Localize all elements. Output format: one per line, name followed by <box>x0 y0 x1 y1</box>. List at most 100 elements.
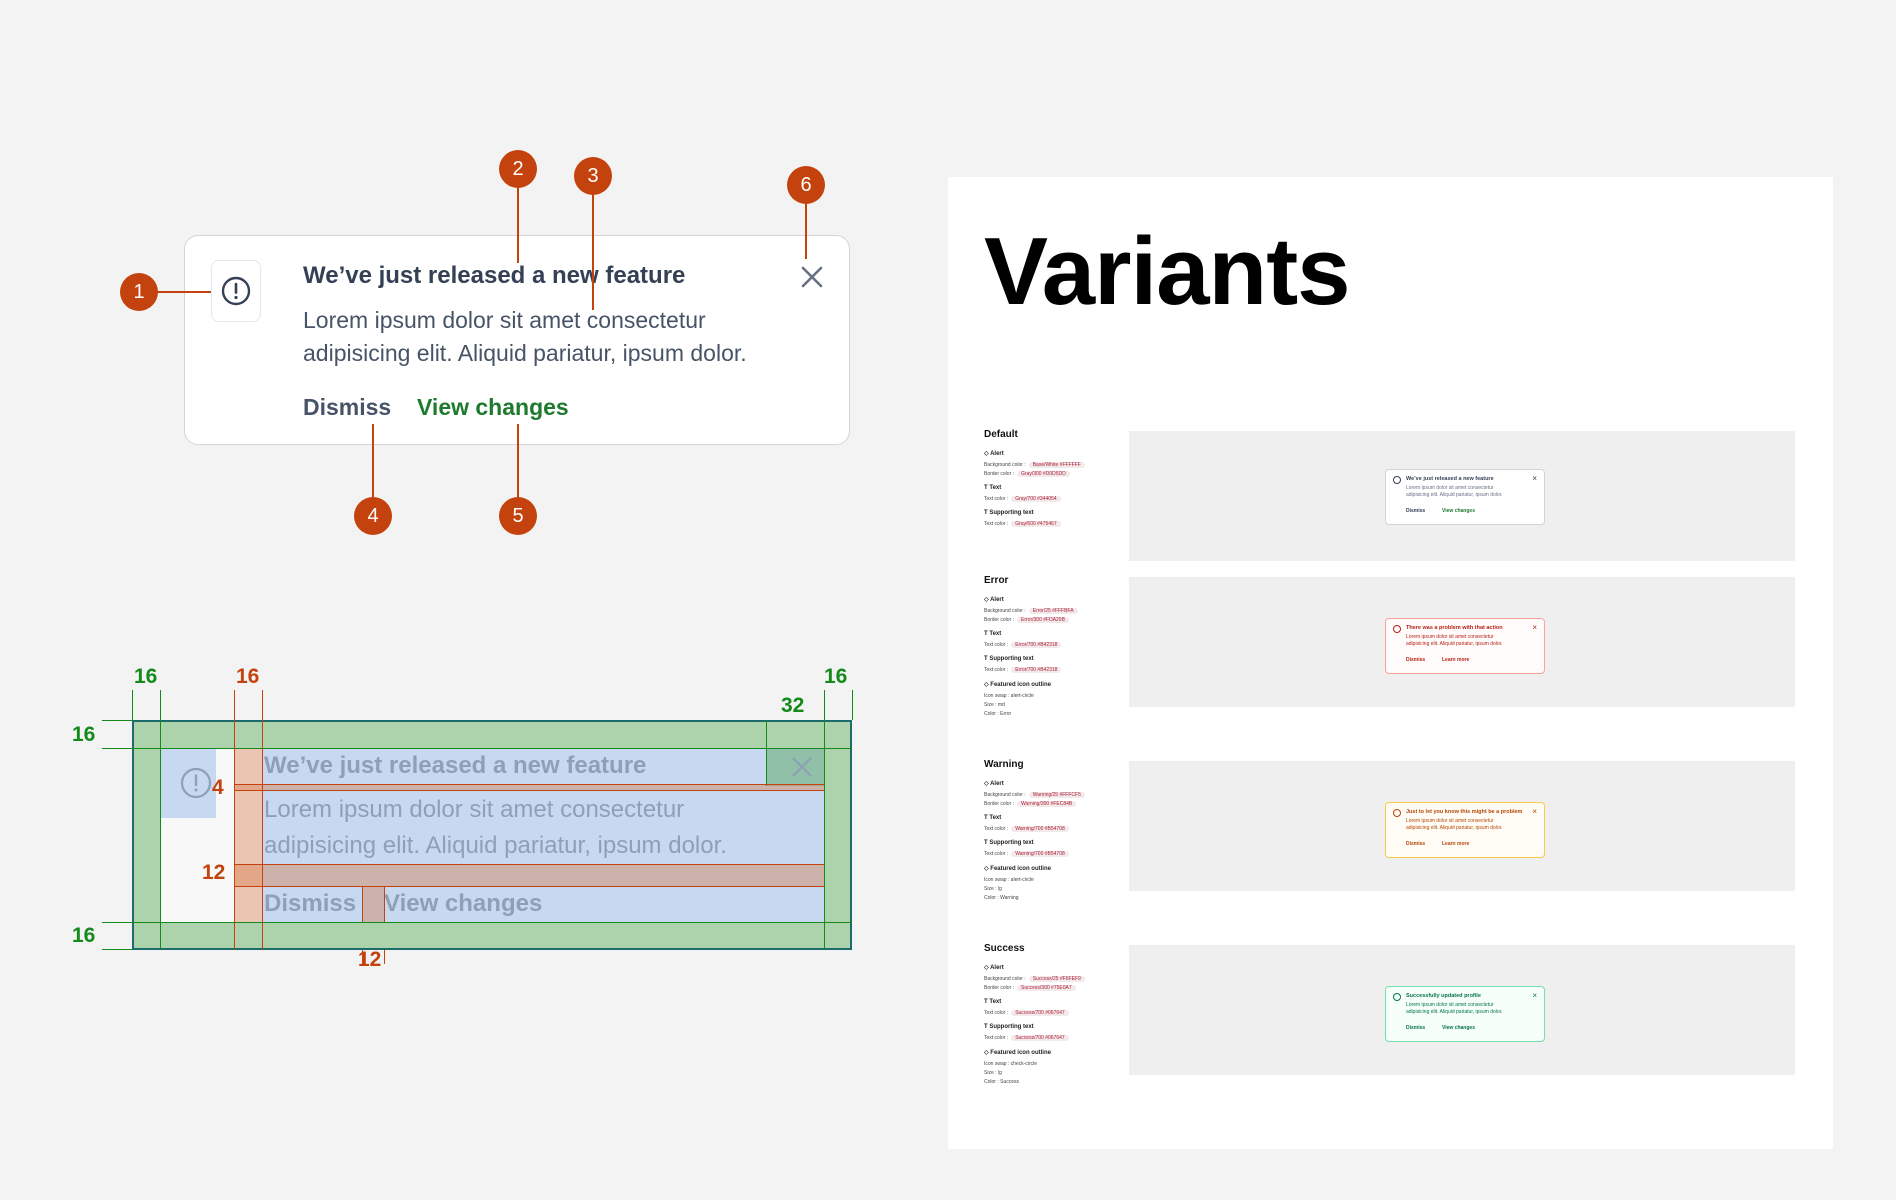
token-chip: Error/25 #FFFBFA <box>1028 608 1078 614</box>
spacing-text-line2: adipisicing elit. Aliquid pariatur, ipsu… <box>264 832 727 859</box>
measure-label: 12 <box>202 861 226 884</box>
spec-heading: Alert <box>990 781 1004 787</box>
padding-top <box>132 720 852 748</box>
spec-line: Size : lg <box>984 886 1002 892</box>
mini-dismiss[interactable]: Dismiss <box>1406 657 1426 663</box>
spec-label: Background color : <box>984 462 1026 468</box>
spec-label: Background color : <box>984 976 1026 982</box>
spec-label: Border color : <box>984 801 1015 807</box>
mini-title: There was a problem with that action <box>1406 625 1503 631</box>
guide-line <box>234 886 824 887</box>
spec-label: Text color : <box>984 642 1009 648</box>
variant-success-specs: Success ◇ Alert Background color :Succes… <box>984 943 1114 1085</box>
measure-label: 32 <box>781 694 805 717</box>
token-chip: Error/700 #B42318 <box>1011 667 1062 673</box>
spec-heading: Text <box>989 485 1002 491</box>
guide-line <box>362 950 363 964</box>
guide-line <box>132 690 133 720</box>
leader-2 <box>517 187 519 263</box>
token-chip: Warning/300 #FEC84B <box>1017 801 1077 807</box>
spec-label: Text color : <box>984 496 1009 502</box>
guide-line <box>160 690 161 720</box>
guide-line <box>384 886 385 922</box>
alert-circle-icon <box>221 276 251 306</box>
spec-heading: Featured icon outline <box>990 866 1051 872</box>
mini-action[interactable]: Learn more <box>1442 841 1470 847</box>
leader-4 <box>372 424 374 498</box>
spec-label: Border color : <box>984 617 1015 623</box>
spec-line: Color : Success <box>984 1079 1020 1085</box>
spec-label: Background color : <box>984 608 1026 614</box>
mini-action[interactable]: View changes <box>1442 1025 1475 1031</box>
view-changes-button[interactable]: View changes <box>417 394 569 420</box>
mini-dismiss[interactable]: Dismiss <box>1406 1025 1426 1031</box>
spec-heading: Featured icon outline <box>990 682 1051 688</box>
token-chip: Success/700 #067647 <box>1011 1010 1069 1016</box>
token-chip: Error/700 #B42318 <box>1011 642 1062 648</box>
alert-circle-icon <box>1393 809 1401 817</box>
measure-label: 16 <box>236 665 260 688</box>
close-icon[interactable]: × <box>1532 623 1537 632</box>
close-icon[interactable]: × <box>1532 474 1537 483</box>
guide-line <box>132 922 852 923</box>
close-area <box>766 748 824 786</box>
spec-label: Border color : <box>984 985 1015 991</box>
variant-name: Success <box>984 943 1025 954</box>
alert-circle-icon <box>180 767 212 799</box>
token-chip: Base/White #FFFFFF <box>1028 462 1085 468</box>
close-icon[interactable]: × <box>1532 991 1537 1000</box>
callout-1: 1 <box>120 273 158 311</box>
dismiss-button[interactable]: Dismiss <box>303 394 392 420</box>
spec-line: Size : md <box>984 702 1005 708</box>
mini-action[interactable]: Learn more <box>1442 657 1470 663</box>
guide-line <box>102 949 132 950</box>
variant-default-specs: Default ◇ Alert Background color :Base/W… <box>984 429 1114 527</box>
guide-line <box>262 720 263 950</box>
spec-label: Text color : <box>984 1035 1009 1041</box>
alert-title: We’ve just released a new feature <box>303 262 686 289</box>
variant-warning-specs: Warning ◇ Alert Background color :Warnin… <box>984 759 1114 901</box>
spec-heading: Text <box>989 815 1002 821</box>
guide-line <box>234 784 824 785</box>
mini-text: Lorem ipsum dolor sit amet consectetur a… <box>1406 634 1503 647</box>
spec-heading: Supporting text <box>989 510 1034 516</box>
spec-label: Text color : <box>984 826 1009 832</box>
variants-panel: Variants Default ◇ Alert Background colo… <box>948 177 1833 1149</box>
spacing-view-changes: View changes <box>384 890 543 917</box>
close-icon[interactable] <box>799 264 825 290</box>
variant-error-specs: Error ◇ Alert Background color :Error/25… <box>984 575 1114 717</box>
spacing-title: We’ve just released a new feature <box>264 752 647 779</box>
spec-label: Text color : <box>984 521 1009 527</box>
mini-alert-success: Successfully updated profile Lorem ipsum… <box>1385 986 1545 1042</box>
mini-text: Lorem ipsum dolor sit amet consectetur a… <box>1406 485 1503 498</box>
guide-line <box>234 864 824 865</box>
token-chip: Gray/300 #D0D5DD <box>1017 471 1070 477</box>
leader-3 <box>592 194 594 310</box>
guide-line <box>384 950 385 964</box>
mini-text: Lorem ipsum dolor sit amet consectetur a… <box>1406 1002 1503 1015</box>
mini-action[interactable]: View changes <box>1442 508 1475 514</box>
guide-line <box>160 720 161 950</box>
variants-heading: Variants <box>984 218 1351 325</box>
measure-label: 16 <box>72 723 96 746</box>
spec-heading: Featured icon outline <box>990 1050 1051 1056</box>
guide-line <box>234 690 235 720</box>
variant-success-canvas: Successfully updated profile Lorem ipsum… <box>1129 945 1795 1075</box>
title-text-gap <box>234 784 824 790</box>
leader-6 <box>805 203 807 259</box>
mini-dismiss[interactable]: Dismiss <box>1406 841 1426 847</box>
mini-alert-error: There was a problem with that action Lor… <box>1385 618 1545 674</box>
callout-6: 6 <box>787 166 825 204</box>
padding-bottom <box>132 922 852 950</box>
guide-line <box>234 720 235 950</box>
measure-label: 16 <box>72 924 96 947</box>
spec-heading: Alert <box>990 597 1004 603</box>
mini-dismiss[interactable]: Dismiss <box>1406 508 1426 514</box>
close-icon[interactable]: × <box>1532 807 1537 816</box>
guide-line <box>824 690 825 720</box>
guide-line <box>234 790 824 791</box>
spec-label: Text color : <box>984 851 1009 857</box>
guide-line <box>102 748 132 749</box>
leader-5 <box>517 424 519 498</box>
guide-line <box>766 720 767 786</box>
